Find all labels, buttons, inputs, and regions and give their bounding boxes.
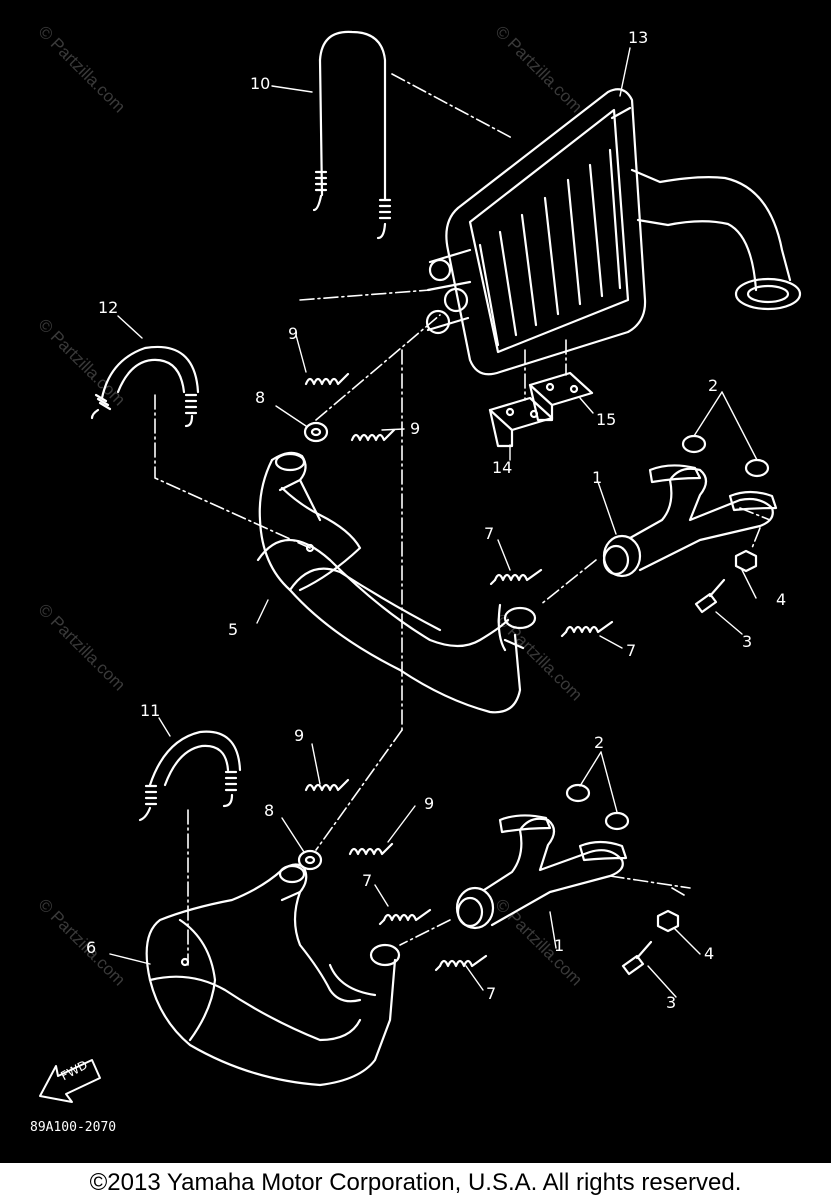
gasket-part-2 xyxy=(604,811,630,831)
manifold-part-1-upper xyxy=(602,464,778,578)
callout-7: 7 xyxy=(484,524,495,543)
callout-4: 4 xyxy=(776,590,787,609)
bracket-part-15 xyxy=(528,371,594,422)
drawing-number: 89A100-2070 xyxy=(30,1120,117,1135)
nut-part-4 xyxy=(734,549,758,573)
parts-drawing xyxy=(39,30,802,1103)
callout-15: 15 xyxy=(596,410,617,429)
callout-3: 3 xyxy=(666,993,677,1012)
callout-2: 2 xyxy=(708,376,719,395)
callout-9: 9 xyxy=(410,419,421,438)
callout-6: 6 xyxy=(86,938,97,957)
callout-4: 4 xyxy=(704,944,715,963)
callout-8: 8 xyxy=(255,388,266,407)
callout-8: 8 xyxy=(264,801,275,820)
nut-part-4 xyxy=(656,909,680,933)
callout-1: 1 xyxy=(592,468,603,487)
exploded-parts-diagram: © Partzilla.com © Partzilla.com © Partzi… xyxy=(0,0,831,1163)
callout-12: 12 xyxy=(98,298,119,317)
gasket-part-2 xyxy=(565,783,591,803)
spring-part-9 xyxy=(348,842,394,856)
copyright-notice: ©2013 Yamaha Motor Corporation, U.S.A. A… xyxy=(89,1169,742,1196)
spring-part-7 xyxy=(434,954,488,972)
callout-5: 5 xyxy=(228,620,239,639)
bolt-part-3 xyxy=(621,940,653,976)
spring-part-7 xyxy=(378,908,432,926)
forward-arrow-icon xyxy=(39,1059,101,1103)
callout-13: 13 xyxy=(628,28,649,47)
washer-part-8 xyxy=(297,849,323,871)
gasket-part-2 xyxy=(744,458,770,478)
callout-7: 7 xyxy=(362,871,373,890)
spring-part-10 xyxy=(312,30,392,240)
washer-part-8 xyxy=(303,421,329,443)
callout-9: 9 xyxy=(424,794,435,813)
spring-part-9 xyxy=(304,372,350,386)
callout-10: 10 xyxy=(250,74,271,93)
callout-9: 9 xyxy=(294,726,305,745)
spring-part-7 xyxy=(560,620,614,638)
callout-9: 9 xyxy=(288,324,299,343)
gasket-part-2 xyxy=(681,434,707,454)
muffler-part-13 xyxy=(425,88,802,376)
callout-11: 11 xyxy=(140,701,161,720)
expansion-chamber-part-6 xyxy=(145,863,401,1087)
leader-lines xyxy=(109,47,758,998)
callout-7: 7 xyxy=(626,641,637,660)
callout-14: 14 xyxy=(492,458,513,477)
spring-part-11 xyxy=(138,730,242,822)
spring-part-7 xyxy=(489,568,543,586)
manifold-part-1-lower xyxy=(455,814,628,930)
expansion-chamber-part-5 xyxy=(256,451,537,714)
spring-part-12 xyxy=(90,345,200,428)
callout-1: 1 xyxy=(554,936,565,955)
callout-7: 7 xyxy=(486,984,497,1003)
bolt-part-3 xyxy=(694,578,726,614)
spring-part-9 xyxy=(304,778,350,792)
callout-2: 2 xyxy=(594,733,605,752)
bracket-part-14 xyxy=(488,396,554,448)
assembly-lines xyxy=(154,73,771,966)
callout-3: 3 xyxy=(742,632,753,651)
spring-part-9 xyxy=(350,428,396,442)
